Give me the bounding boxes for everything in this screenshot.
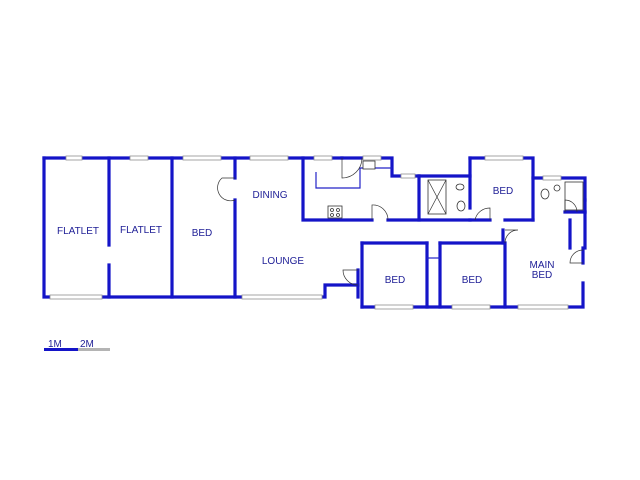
sink-icon — [362, 160, 376, 170]
window — [451, 304, 491, 310]
room-label-bed-bottom-2: BED — [462, 275, 483, 286]
door-swing — [341, 157, 363, 179]
room-label-main-bed-line1: MAIN — [530, 260, 555, 271]
windows — [49, 155, 569, 310]
scale-label-1m: 1M — [48, 339, 62, 350]
room-label-bed-left: BED — [192, 228, 213, 239]
door-swing — [564, 199, 578, 213]
toilet-icon — [456, 200, 466, 212]
doors — [217, 157, 584, 286]
basin-icon — [455, 183, 465, 191]
door-swing — [342, 269, 359, 286]
window — [65, 155, 83, 161]
basin-icon — [553, 184, 561, 192]
room-labels: FLATLET FLATLET BED DINING LOUNGE BED BE… — [57, 186, 555, 286]
window — [129, 155, 149, 161]
window — [362, 155, 382, 161]
door-swing — [371, 204, 389, 221]
room-label-main-bed-line2: BED — [532, 270, 553, 281]
door-swing — [217, 177, 236, 202]
door-swing — [504, 229, 519, 244]
room-label-dining: DINING — [253, 190, 288, 201]
scale-bar: 1M 2M — [44, 339, 110, 351]
door-swing — [474, 207, 491, 221]
window — [49, 294, 103, 300]
kitchen-counter — [315, 167, 392, 189]
window — [400, 173, 416, 179]
room-label-flatlet-2: FLATLET — [120, 225, 162, 236]
room-label-flatlet-1: FLATLET — [57, 226, 99, 237]
window — [484, 155, 524, 161]
window — [374, 304, 414, 310]
window — [517, 304, 569, 310]
stove-icon — [327, 205, 343, 219]
door-swing — [569, 249, 584, 264]
toilet-icon — [540, 188, 550, 200]
fixtures — [315, 160, 584, 219]
bathtub-icon — [564, 181, 584, 211]
window — [249, 155, 289, 161]
window — [182, 155, 222, 161]
room-label-bed-top-right: BED — [493, 186, 514, 197]
scale-bar-1m — [44, 348, 78, 351]
window — [542, 175, 562, 181]
window — [313, 155, 333, 161]
window — [241, 294, 323, 300]
room-label-lounge: LOUNGE — [262, 256, 305, 267]
room-label-bed-bottom-1: BED — [385, 275, 406, 286]
scale-label-2m: 2M — [80, 339, 94, 350]
scale-bar-2m — [78, 348, 110, 351]
walls — [42, 156, 587, 309]
